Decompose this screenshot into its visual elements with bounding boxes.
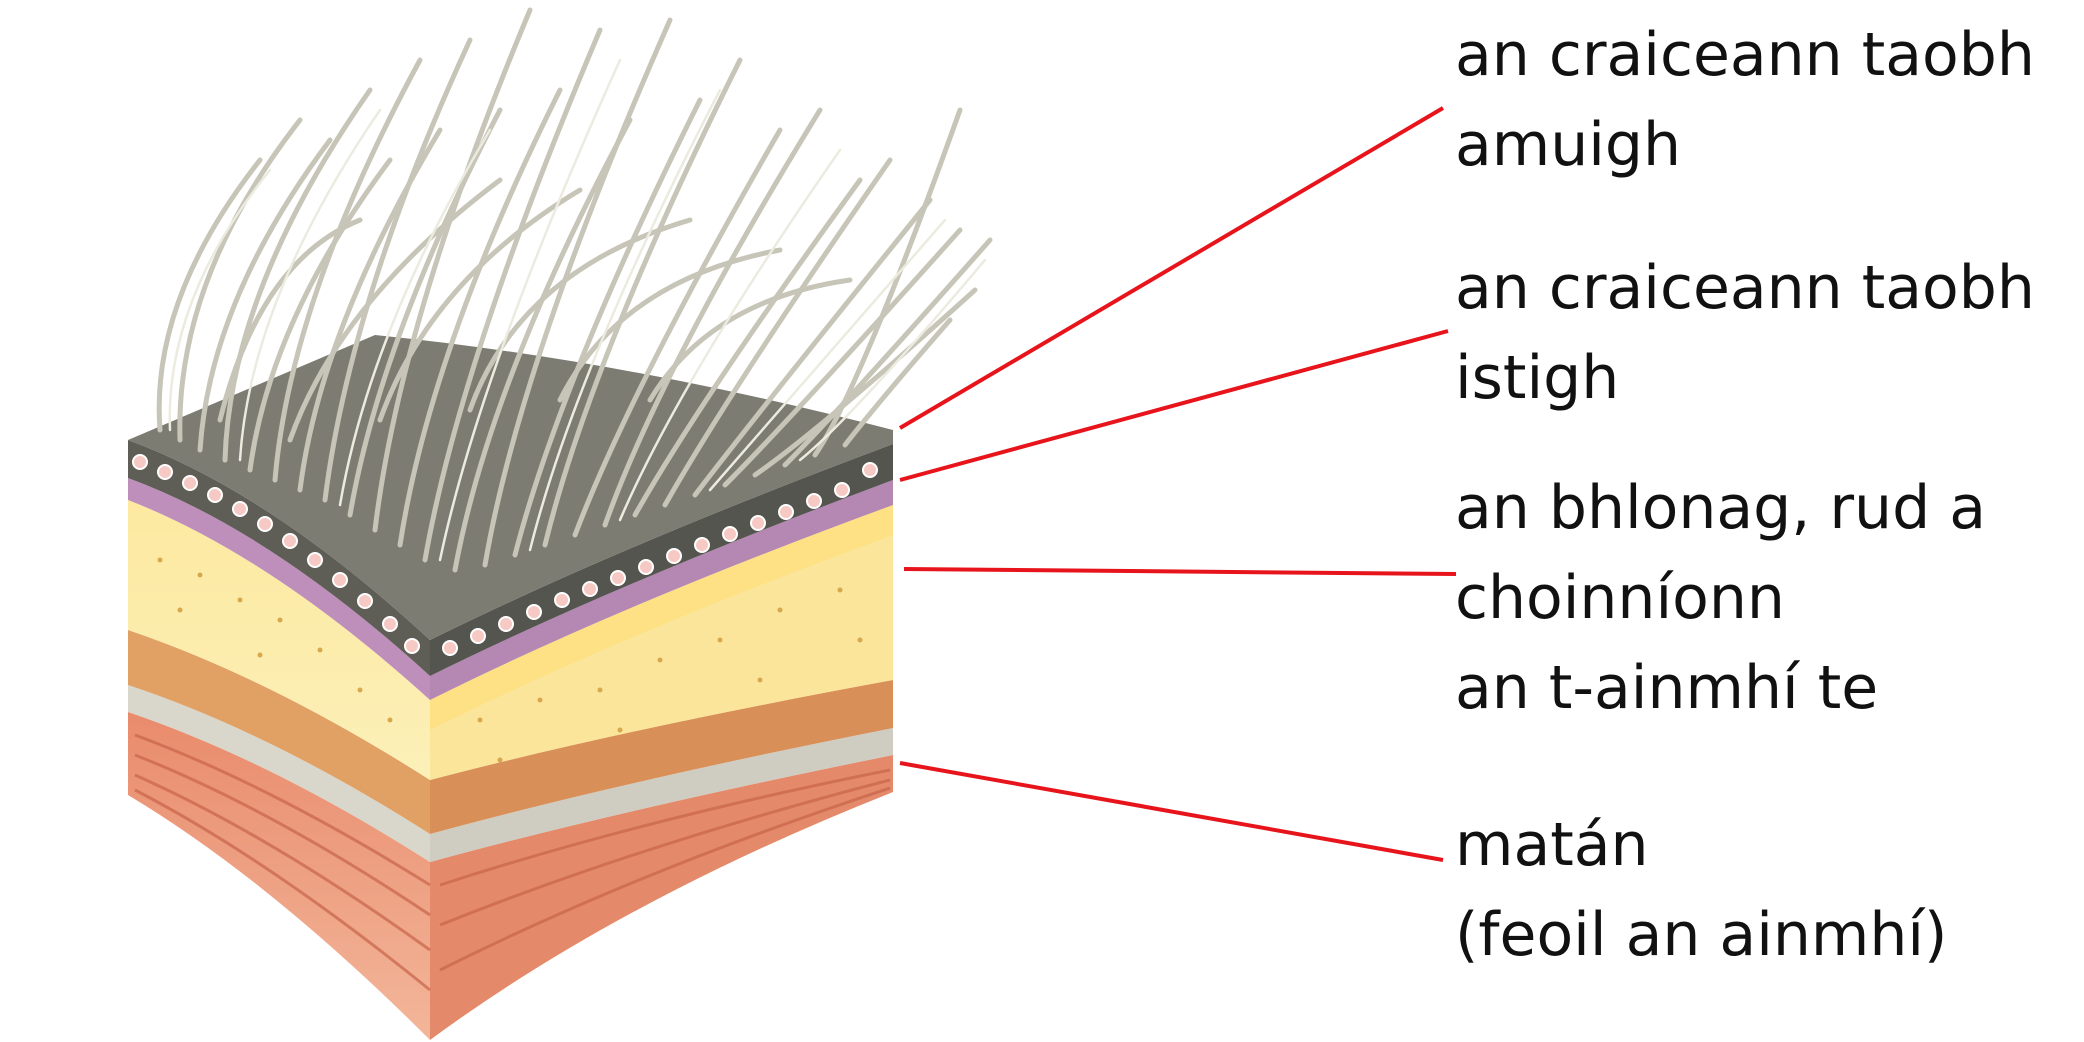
leader-line-outer-skin: [898, 106, 1445, 430]
skin-cells: [132, 454, 878, 656]
label-outer-skin-line-1: an craiceann taobh: [1455, 20, 2035, 90]
label-muscle-line-1: matán: [1455, 810, 1649, 880]
label-muscle: matán (feoil an ainmhí): [1455, 800, 1947, 980]
muscle-fibers: [134, 733, 891, 992]
leader-lines: [898, 106, 1457, 862]
tissue-block: [128, 335, 893, 1040]
leader-line-fat: [903, 567, 1457, 576]
label-inner-skin-line-1: an craiceann taobh: [1455, 253, 2035, 323]
label-inner-skin: an craiceann taobh istigh: [1455, 243, 2035, 423]
fascia-layer-right: [430, 728, 893, 862]
label-outer-skin-line-2: amuigh: [1455, 110, 1682, 180]
label-outer-skin: an craiceann taobh amuigh: [1455, 10, 2035, 190]
leader-line-muscle: [899, 761, 1444, 862]
label-fat-line-3: an t-ainmhí te: [1455, 653, 1879, 723]
label-inner-skin-line-2: istigh: [1455, 343, 1620, 413]
label-muscle-line-2: (feoil an ainmhí): [1455, 900, 1948, 970]
outer-skin-layer: [128, 440, 430, 676]
inner-skin-layer-right: [430, 480, 893, 700]
inner-skin-layer: [128, 478, 430, 700]
fascia-layer: [128, 685, 430, 862]
fur: [156, 7, 993, 573]
label-fat-line-2: choinníonn: [1455, 563, 1785, 633]
leader-line-inner-skin: [899, 329, 1449, 482]
label-fat: an bhlonag, rud a choinníonn an t-ainmhí…: [1455, 463, 1986, 733]
fat-dots: [157, 557, 863, 763]
deep-fat-layer: [128, 630, 430, 834]
fat-layer: [128, 500, 430, 780]
label-fat-line-1: an bhlonag, rud a: [1455, 473, 1987, 543]
fur-highlights: [168, 58, 987, 562]
fat-top-band: [430, 505, 893, 730]
outer-skin-layer-right: [430, 444, 893, 676]
deep-fat-layer-right: [430, 680, 893, 834]
